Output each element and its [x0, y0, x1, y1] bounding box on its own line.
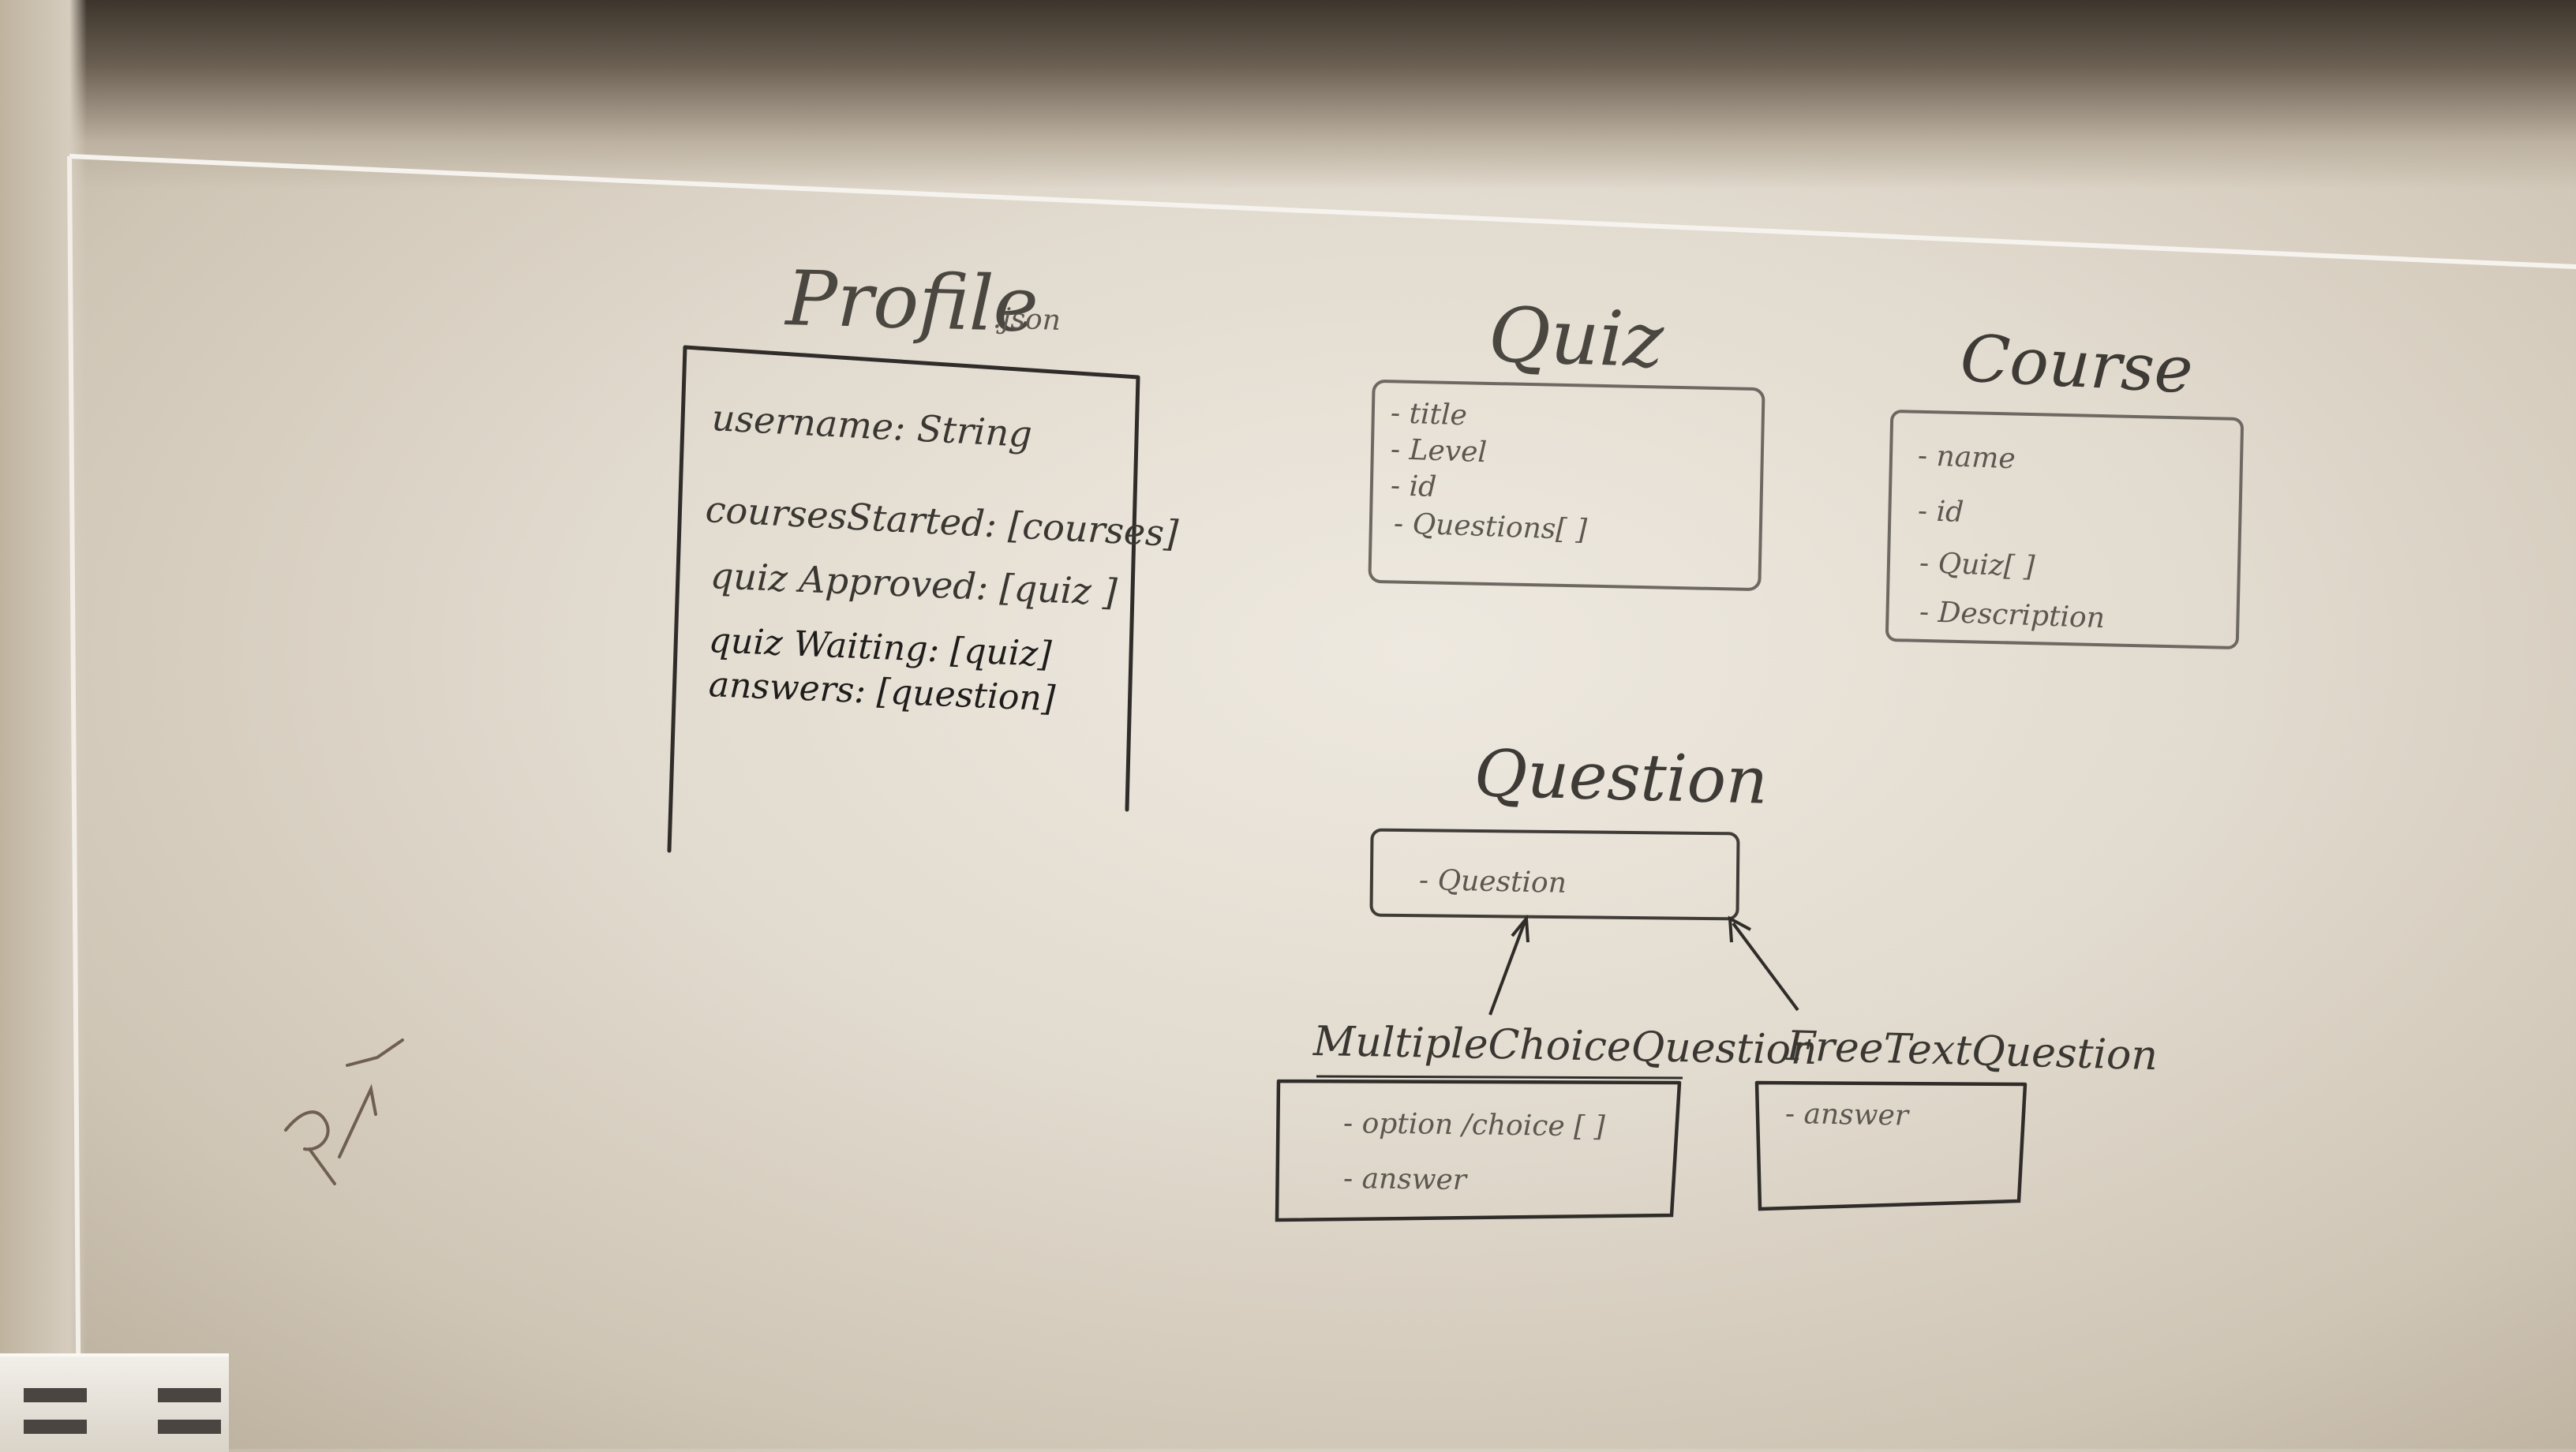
quiz-field-id: - id [1390, 470, 1437, 504]
question-title: Question [1473, 736, 1769, 819]
wall-shadow-top [0, 0, 2576, 189]
course-title: Course [1958, 321, 2195, 409]
course-field-description: - Description [1919, 596, 2106, 635]
multiple-choice-field-option: - option /choice [ ] [1342, 1107, 1605, 1143]
course-field-name: - name [1917, 440, 2016, 476]
profile-title-suffix: .json [992, 302, 1061, 337]
arrow-multiple-to-question [1488, 921, 1526, 1016]
free-text-title: FreeTextQuestion [1786, 1023, 2159, 1080]
quiz-field-questions: - Questions[ ] [1393, 507, 1588, 547]
question-box [1369, 828, 1740, 921]
multiple-choice-underline [1316, 1075, 1683, 1080]
marker-tray [0, 1353, 229, 1452]
course-field-id: - id [1917, 495, 1964, 530]
arrowhead-free [1728, 915, 1751, 943]
free-text-box [1754, 1080, 2027, 1211]
board-left-edge [67, 155, 81, 1449]
tray-slot [158, 1420, 221, 1434]
profile-box [667, 345, 1140, 853]
quiz-field-title: - title [1390, 397, 1468, 432]
tray-slot [158, 1388, 221, 1402]
quiz-box [1368, 380, 1765, 591]
board-top-edge [69, 154, 2576, 269]
arrow-free-to-question [1732, 922, 1799, 1012]
multiple-choice-box [1275, 1079, 1682, 1222]
quiz-field-level: - Level [1390, 433, 1488, 470]
tray-slot [24, 1388, 87, 1402]
course-field-quiz: - Quiz[ ] [1919, 547, 2035, 584]
quiz-title: Quiz [1487, 290, 1665, 385]
scribble-mark [284, 1038, 404, 1185]
multiple-choice-field-answer: - answer [1342, 1162, 1467, 1197]
arrowhead-multiple [1511, 914, 1530, 943]
multiple-choice-title: MultipleChoiceQuestion [1312, 1018, 1818, 1075]
tray-slot [24, 1420, 87, 1434]
free-text-field-answer: - answer [1784, 1098, 1909, 1132]
question-field-question: - Question [1418, 864, 1567, 900]
course-box [1885, 410, 2244, 649]
